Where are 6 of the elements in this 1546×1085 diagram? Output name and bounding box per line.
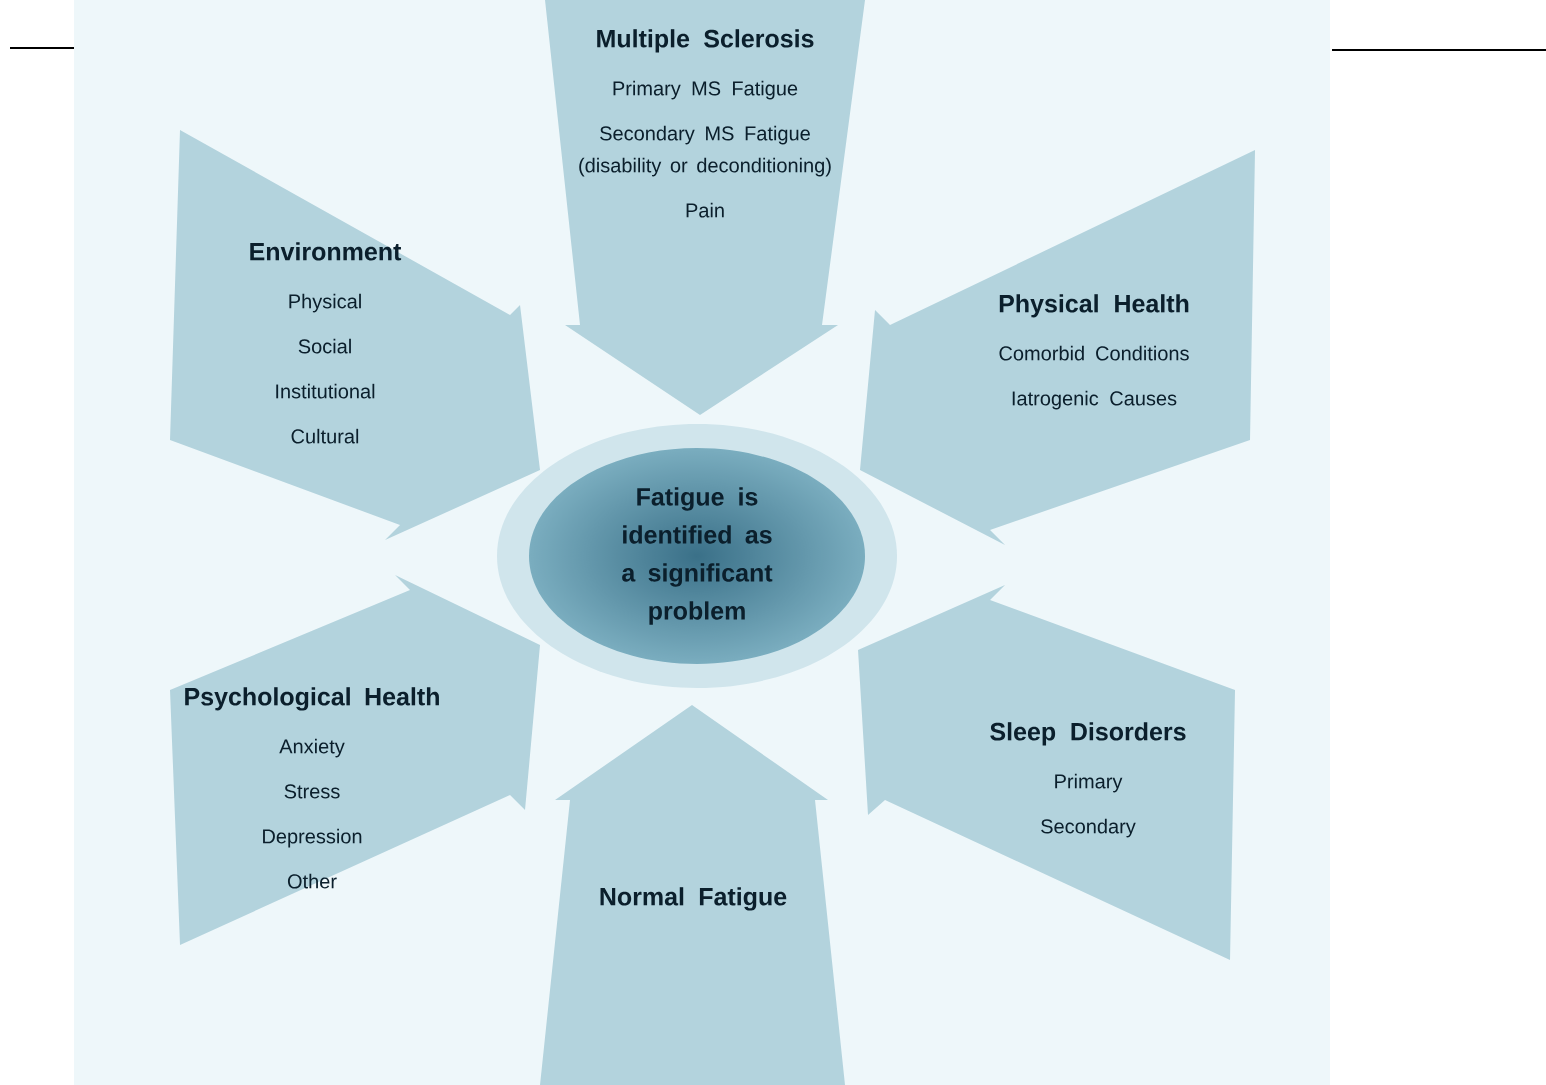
arrow-panel: Normal Fatigue bbox=[540, 705, 845, 1085]
arrow-panel: Psychological Health Anxiety Stress Depression Other bbox=[170, 575, 540, 945]
arrow-panel: Sleep Disorders Primary Secondary bbox=[858, 585, 1235, 960]
arrow-panel: Physical Health Comorbid Conditions Iatrogenic Causes bbox=[860, 150, 1255, 545]
arrow-panel: Multiple Sclerosis Primary MS Fatigue Secondary MS Fatigue (disability or deconditioning) Pain bbox=[545, 0, 865, 415]
arrow-panel: Environment Physical Social Institutional Cultural bbox=[170, 130, 540, 540]
